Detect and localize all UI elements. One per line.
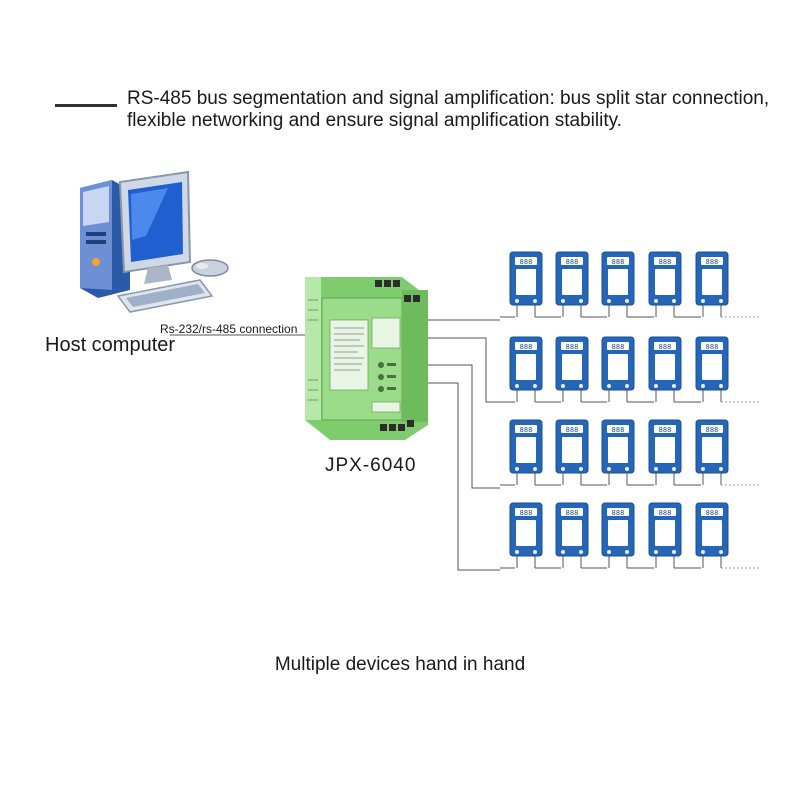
device-chain-wire	[535, 473, 564, 486]
header-line-2: flexible networking and ensure signal am…	[127, 110, 622, 131]
device-display-text: 888	[706, 343, 719, 351]
rs485-device-icon: 888	[601, 502, 635, 557]
device-chain-wire	[674, 473, 704, 486]
device-chain-wire	[500, 305, 518, 318]
rs485-device-icon: 888	[509, 419, 543, 474]
device-chain-wire	[627, 473, 657, 486]
device-chain-wire	[627, 390, 657, 403]
rs485-device-icon: 888	[601, 336, 635, 391]
rs485-device-icon: 888	[648, 336, 682, 391]
device-chain-wire	[627, 556, 657, 569]
device-display-text: 888	[612, 509, 625, 517]
device-display-text: 888	[520, 426, 533, 434]
bus-wire-row-2	[428, 337, 500, 403]
device-display-text: 888	[612, 343, 625, 351]
device-display-text: 888	[566, 343, 579, 351]
device-display-text: 888	[520, 509, 533, 517]
host-computer-icon	[80, 170, 229, 313]
device-display-text: 888	[566, 509, 579, 517]
device-chain-wire	[581, 390, 610, 403]
rs485-device-icon: 888	[695, 336, 729, 391]
device-chain-wire	[535, 390, 564, 403]
device-chain-wire	[581, 556, 610, 569]
rs485-device-icon: 888	[509, 502, 543, 557]
device-display-text: 888	[659, 426, 672, 434]
header-line-1: RS-485 bus segmentation and signal ampli…	[127, 88, 770, 109]
rs485-device-icon: 888	[555, 502, 589, 557]
device-display-text: 888	[520, 343, 533, 351]
rs485-device-icon: 888	[555, 251, 589, 306]
rs485-device-icon: 888	[555, 419, 589, 474]
device-chain-wire	[674, 305, 704, 318]
device-display-text: 888	[706, 426, 719, 434]
device-chain-wire	[500, 556, 518, 569]
bus-wires	[428, 319, 500, 571]
hub-device-icon	[305, 277, 428, 440]
header-description: RS-485 bus segmentation and signal ampli…	[127, 88, 800, 132]
device-chain-wire	[500, 390, 518, 403]
rs485-device-icon: 888	[648, 419, 682, 474]
device-chain-wire	[500, 473, 518, 486]
rs485-device-icon: 888	[509, 251, 543, 306]
device-chain-wire	[535, 305, 564, 318]
device-chain-wire	[627, 305, 657, 318]
device-chain-wire	[581, 305, 610, 318]
rs485-device-icon: 888	[695, 251, 729, 306]
rs485-device-icon: 888	[695, 502, 729, 557]
rs485-device-icon: 888	[555, 336, 589, 391]
device-display-text: 888	[706, 258, 719, 266]
rs485-device-icon: 888	[695, 419, 729, 474]
device-display-text: 888	[659, 343, 672, 351]
device-display-text: 888	[566, 258, 579, 266]
device-display-text: 888	[659, 258, 672, 266]
header-rule	[55, 104, 117, 107]
rs485-device-icon: 888	[648, 251, 682, 306]
device-chain-wire	[581, 473, 610, 486]
rs485-device-icon: 888	[509, 336, 543, 391]
bus-wire-row-4	[428, 382, 500, 571]
device-chain-wire	[674, 556, 704, 569]
rs485-device-icon: 888	[601, 419, 635, 474]
rs485-device-icon: 888	[648, 502, 682, 557]
connection-label: Rs-232/rs-485 connection	[160, 322, 298, 336]
device-chain-wire	[674, 390, 704, 403]
device-grid: 888 888 888 888 888 888 888 888 888 888 888 888 888 8…	[500, 251, 760, 569]
device-chain-wire	[535, 556, 564, 569]
device-display-text: 888	[566, 426, 579, 434]
device-display-text: 888	[520, 258, 533, 266]
device-display-text: 888	[706, 509, 719, 517]
host-computer-label: Host computer	[45, 334, 176, 356]
device-display-text: 888	[612, 258, 625, 266]
footer-caption: Multiple devices hand in hand	[274, 654, 526, 675]
bus-wire-row-3	[428, 364, 500, 489]
rs485-device-icon: 888	[601, 251, 635, 306]
device-display-text: 888	[659, 509, 672, 517]
hub-model-label: JPX-6040	[325, 455, 417, 476]
device-display-text: 888	[612, 426, 625, 434]
